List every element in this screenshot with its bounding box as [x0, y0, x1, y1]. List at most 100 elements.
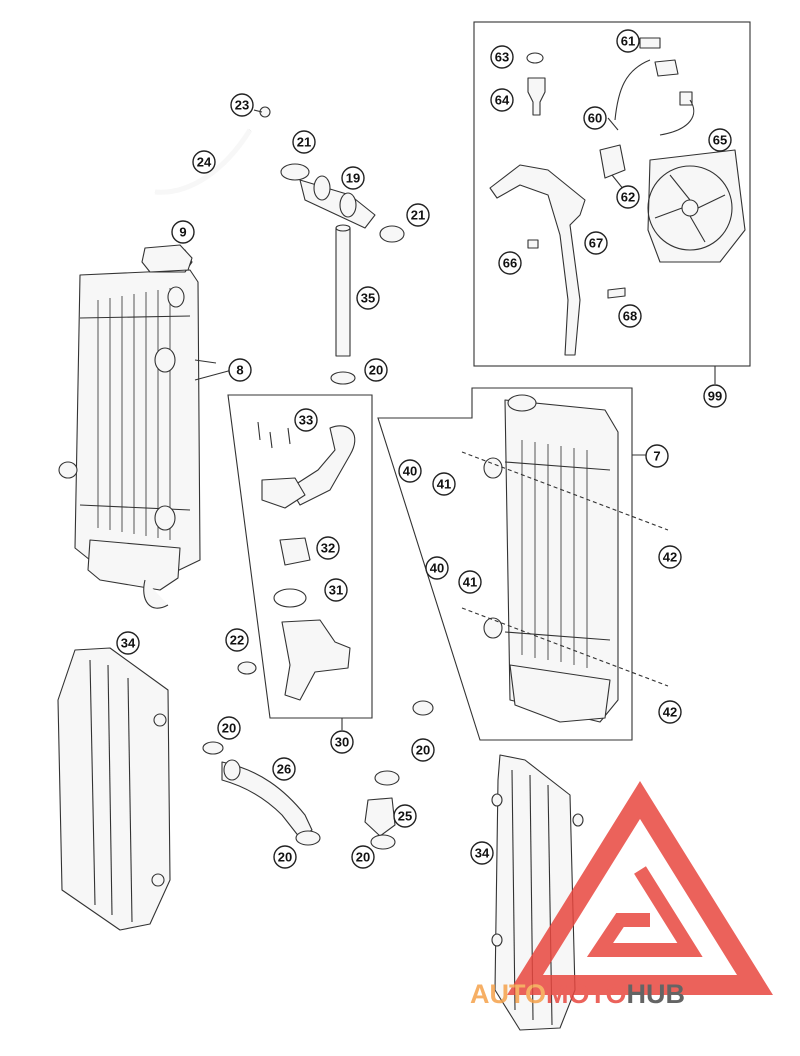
svg-text:22: 22: [230, 633, 244, 648]
upper-hose-assembly: [280, 163, 405, 243]
svg-text:20: 20: [222, 721, 236, 736]
callout-7: 7: [645, 444, 669, 468]
svg-text:26: 26: [277, 762, 291, 777]
lower-hose-26: [202, 741, 321, 846]
svg-text:20: 20: [416, 743, 430, 758]
callout-40-bottom: 40: [425, 556, 449, 580]
right-radiator-shroud: [491, 754, 584, 1031]
callout-21-top: 21: [292, 130, 316, 154]
leader-lines: [194, 109, 655, 456]
svg-text:62: 62: [621, 190, 635, 205]
callout-25: 25: [393, 804, 417, 828]
svg-text:30: 30: [335, 735, 349, 750]
callout-42-top: 42: [658, 545, 682, 569]
callout-9: 9: [171, 220, 195, 244]
clamp-22: [237, 661, 257, 675]
left-radiator: [58, 249, 201, 609]
callout-67: 67: [584, 231, 608, 255]
thermostat-kit-parts: [257, 421, 356, 701]
callout-63: 63: [490, 45, 514, 69]
callout-42-bottom: 42: [658, 700, 682, 724]
svg-text:99: 99: [708, 389, 722, 404]
svg-text:25: 25: [398, 809, 412, 824]
coolant-pipe: [330, 224, 356, 385]
callout-33: 33: [294, 408, 318, 432]
svg-text:65: 65: [713, 133, 727, 148]
callout-68: 68: [618, 304, 642, 328]
svg-text:63: 63: [495, 50, 509, 65]
callout-99: 99: [703, 384, 727, 408]
callout-41-top: 41: [432, 472, 456, 496]
callout-31: 31: [324, 578, 348, 602]
callout-66: 66: [498, 251, 522, 275]
svg-text:20: 20: [369, 363, 383, 378]
svg-text:7: 7: [653, 449, 660, 464]
callout-20-hose25-bottom: 20: [351, 845, 375, 869]
fan-kit-box: [473, 21, 751, 384]
left-radiator-shroud: [57, 647, 171, 931]
watermark-auto: AUTO: [470, 979, 546, 1009]
callout-64: 64: [490, 88, 514, 112]
svg-text:31: 31: [329, 583, 343, 598]
watermark-hub: HUB: [627, 979, 686, 1009]
callout-61: 61: [616, 29, 640, 53]
svg-text:34: 34: [121, 636, 136, 651]
svg-text:20: 20: [278, 850, 292, 865]
svg-text:35: 35: [361, 291, 375, 306]
svg-text:21: 21: [297, 135, 311, 150]
svg-text:8: 8: [236, 363, 243, 378]
callout-62: 62: [616, 185, 640, 209]
svg-text:41: 41: [463, 575, 477, 590]
callout-20-pipe: 20: [364, 358, 388, 382]
callout-65: 65: [708, 128, 732, 152]
svg-text:32: 32: [321, 541, 335, 556]
svg-text:20: 20: [356, 850, 370, 865]
callout-19: 19: [341, 166, 365, 190]
watermark-triangle-inner: [586, 866, 703, 957]
svg-text:40: 40: [403, 464, 417, 479]
svg-text:19: 19: [346, 171, 360, 186]
callout-60: 60: [583, 106, 607, 130]
svg-text:40: 40: [430, 561, 444, 576]
callout-41-bottom: 41: [458, 570, 482, 594]
svg-text:67: 67: [589, 236, 603, 251]
callout-32: 32: [316, 536, 340, 560]
svg-text:21: 21: [411, 208, 425, 223]
callout-8: 8: [228, 358, 252, 382]
callout-26: 26: [272, 757, 296, 781]
svg-text:68: 68: [623, 309, 637, 324]
callout-20-hose25-top: 20: [411, 738, 435, 762]
callout-20-hose26-top: 20: [217, 716, 241, 740]
svg-text:64: 64: [495, 93, 510, 108]
fan-kit-parts: [489, 37, 746, 356]
callout-23: 23: [230, 93, 254, 117]
svg-text:24: 24: [197, 155, 212, 170]
callout-35: 35: [356, 286, 380, 310]
svg-text:66: 66: [503, 256, 517, 271]
svg-text:60: 60: [588, 111, 602, 126]
right-radiator-box: [377, 387, 633, 741]
thermostat-kit-box: [227, 394, 373, 719]
callout-34-right: 34: [470, 841, 494, 865]
svg-text:41: 41: [437, 477, 451, 492]
svg-text:33: 33: [299, 413, 313, 428]
svg-text:61: 61: [621, 34, 635, 49]
watermark-triangle: [507, 781, 773, 995]
svg-text:23: 23: [235, 98, 249, 113]
svg-text:42: 42: [663, 705, 677, 720]
radiator-cap: [141, 244, 193, 273]
svg-text:34: 34: [475, 846, 490, 861]
callout-34-left: 34: [116, 631, 140, 655]
svg-text:42: 42: [663, 550, 677, 565]
callout-21-right: 21: [406, 203, 430, 227]
callout-40-top: 40: [398, 459, 422, 483]
callout-22: 22: [225, 628, 249, 652]
watermark-logo: AUTOMOTOHUB: [470, 781, 773, 1009]
callout-30: 30: [330, 730, 354, 754]
lower-hose-25: [364, 700, 434, 850]
callout-24: 24: [192, 150, 216, 174]
watermark-moto: MOTO: [546, 979, 627, 1009]
right-radiator: [461, 394, 669, 723]
svg-text:9: 9: [179, 225, 186, 240]
